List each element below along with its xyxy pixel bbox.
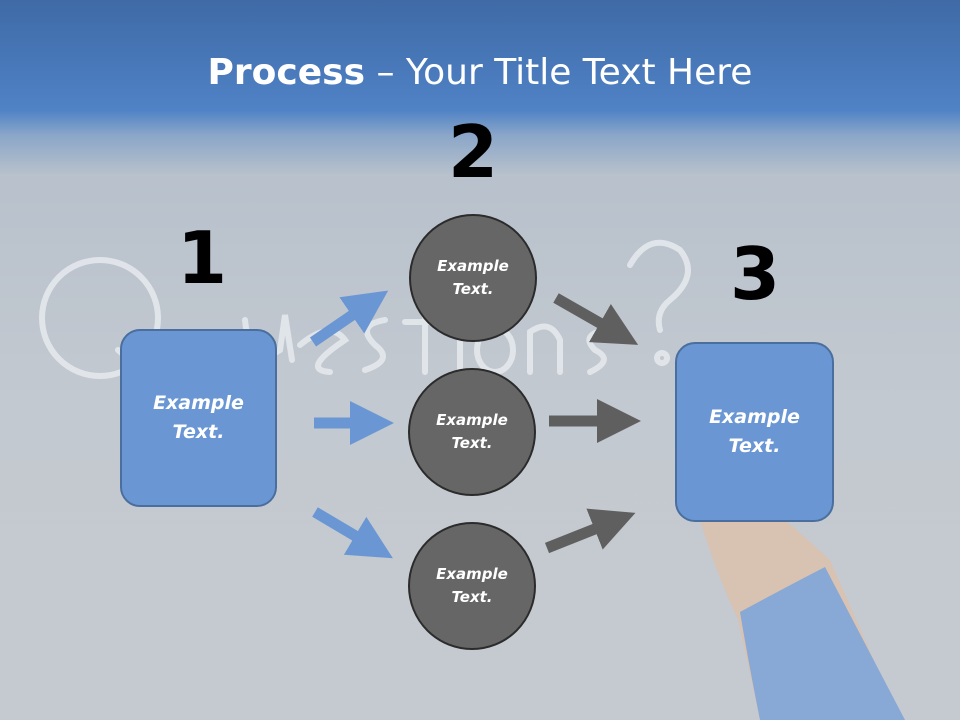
step-2-label-bottom: Example Text. [436, 565, 508, 606]
hand-illustration [700, 515, 905, 720]
step-3-label: Example Text. [709, 406, 800, 457]
step-2-circle-middle: Example Text. [408, 368, 536, 496]
step-number-2: 2 [448, 110, 499, 194]
arrow-top-to-3 [553, 293, 639, 345]
step-3-box: Example Text. [675, 342, 834, 522]
step-number-3: 3 [730, 232, 781, 316]
title-bold: Process [207, 52, 366, 93]
step-1-box: Example Text. [120, 329, 277, 507]
arrow-bottom-to-3 [544, 508, 636, 554]
step-number-1: 1 [177, 216, 228, 300]
title-rest: – Your Title Text Here [365, 52, 753, 93]
step-2-label-middle: Example Text. [436, 411, 508, 452]
arrow-1-to-bottom [312, 507, 393, 559]
arrow-1-to-top [309, 290, 389, 347]
step-2-circle-top: Example Text. [409, 214, 537, 342]
step-2-label-top: Example Text. [437, 257, 509, 298]
step-1-label: Example Text. [153, 392, 244, 443]
step-2-circle-bottom: Example Text. [408, 522, 536, 650]
page-title: Process – Your Title Text Here [0, 52, 960, 93]
